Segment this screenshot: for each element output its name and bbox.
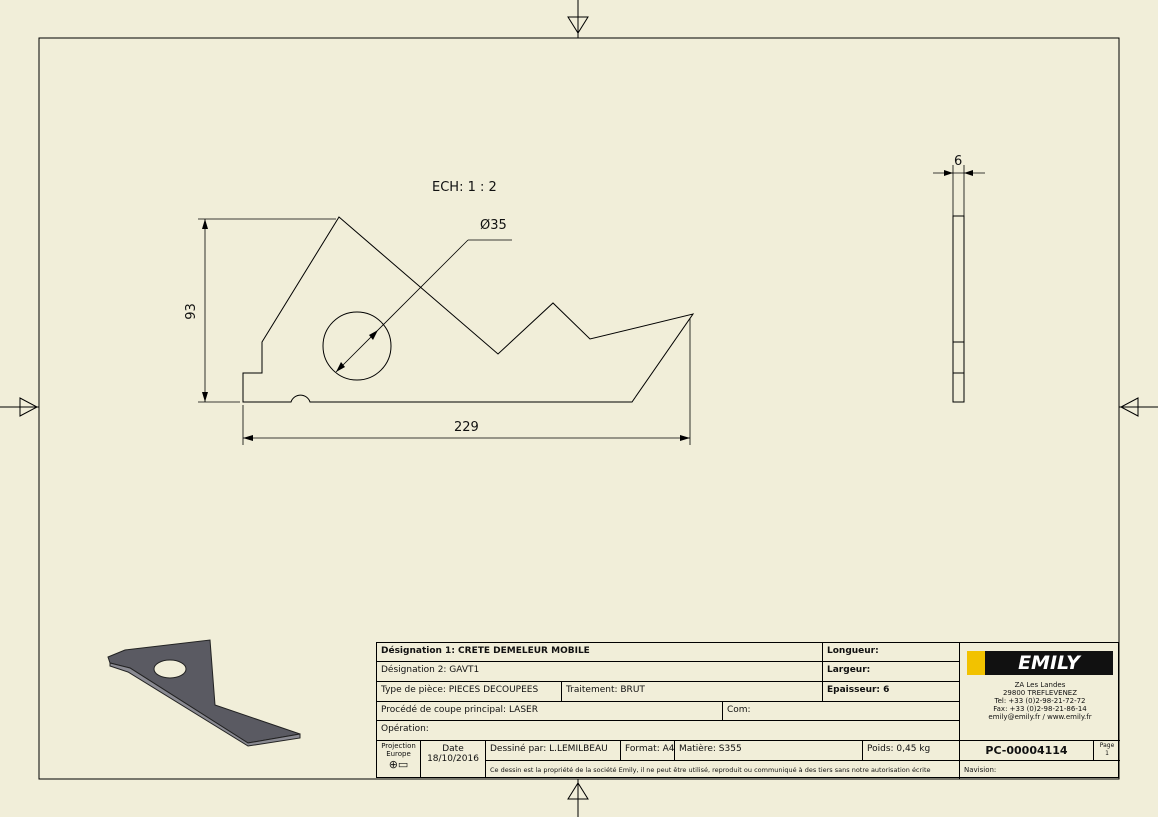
projection-label: Projection Europe: [381, 742, 416, 758]
company-fax: Fax: +33 (0)2-98-21-86-14: [993, 705, 1087, 713]
traitement: Traitement: BRUT: [562, 682, 823, 702]
type-piece: Type de pièce: PIECES DECOUPEES: [377, 682, 562, 702]
procede: Procédé de coupe principal: LASER: [377, 702, 723, 721]
designation-1: Désignation 1: CRETE DEMELEUR MOBILE: [377, 643, 823, 662]
date-value: 18/10/2016: [427, 754, 479, 764]
company-tel: Tel: +33 (0)2-98-21-72-72: [994, 697, 1086, 705]
isometric-view: [107, 639, 301, 747]
ownership-notice: Ce dessin est la propriété de la société…: [486, 761, 960, 779]
sheet-border: [38, 37, 1120, 780]
thickness-dimension: 6: [954, 154, 963, 169]
longueur: Longueur:: [823, 643, 960, 662]
title-block: Désignation 1: CRETE DEMELEUR MOBILE Dés…: [376, 642, 1120, 779]
part-outline: [242, 216, 695, 403]
projection-symbol: Projection Europe⊕▭: [377, 741, 421, 778]
dessine-par: Dessiné par: L.LEMILBEAU: [486, 741, 621, 761]
dimension-lines: [198, 165, 985, 445]
format: Format: A4: [621, 741, 675, 761]
side-view: [952, 215, 965, 403]
matiere: Matière: S355: [675, 741, 863, 761]
operation: Opération:: [377, 721, 960, 741]
poids: Poids: 0,45 kg: [863, 741, 960, 761]
part-hole: [322, 311, 392, 381]
scale-label: ECH: 1 : 2: [432, 180, 497, 195]
epaisseur: Epaisseur: 6: [823, 682, 960, 702]
length-dimension: 229: [454, 420, 479, 435]
projection-icon: ⊕▭: [388, 758, 409, 771]
navision: Navision:: [964, 766, 997, 774]
reference-number: PC-00004114: [960, 741, 1094, 761]
com: Com:: [723, 702, 960, 721]
diameter-dimension: Ø35: [480, 218, 507, 233]
company-logo: EMILY: [967, 651, 1113, 675]
company-block: EMILY ZA Les Landes 29800 TREFLEVENEZ Te…: [960, 643, 1120, 741]
company-city: 29800 TREFLEVENEZ: [1002, 689, 1078, 697]
height-dimension: 93: [183, 303, 199, 320]
company-address: ZA Les Landes: [1014, 681, 1066, 689]
largeur: Largeur:: [823, 662, 960, 682]
page-number: 1: [1105, 750, 1109, 757]
designation-2: Désignation 2: GAVT1: [377, 662, 823, 682]
company-web: emily@emily.fr / www.emily.fr: [988, 713, 1092, 721]
